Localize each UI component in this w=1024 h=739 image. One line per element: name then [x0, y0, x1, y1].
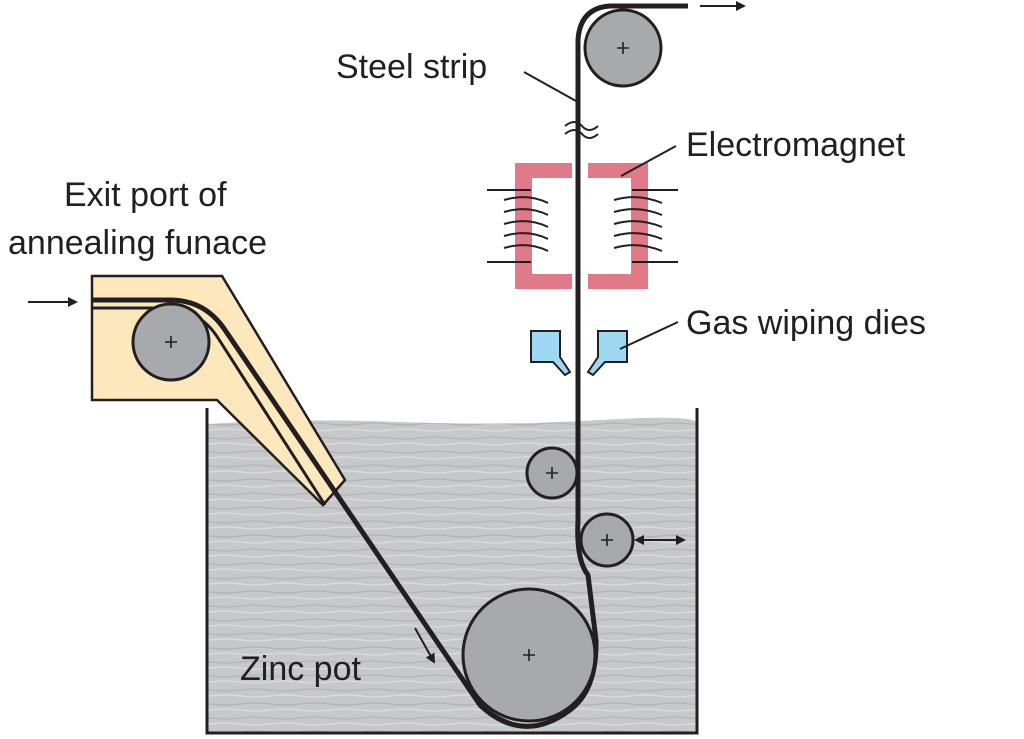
- electromagnet-label: Electromagnet: [686, 126, 906, 164]
- electromagnet-left-core: [515, 163, 572, 289]
- strip-travel-arrow: [414, 627, 435, 664]
- gas-wiping-dies-label: Gas wiping dies: [686, 304, 927, 342]
- gas-wiping-dies: [530, 330, 628, 377]
- electromagnet-left-coil: [503, 196, 549, 252]
- electromagnet-right-coil: [613, 196, 663, 252]
- gas-wiping-die-left: [530, 330, 572, 377]
- electromagnet-leader: [620, 145, 677, 177]
- pot-wall: [205, 408, 699, 735]
- zinc-pot-label: Zinc pot: [240, 650, 361, 688]
- steel-strip-label: Steel strip: [336, 48, 488, 86]
- exit-port-label-line2: annealing funace: [8, 224, 268, 262]
- gas-wiping-die-right: [586, 330, 628, 377]
- electromagnet-right-core: [588, 163, 648, 289]
- direction-arrows: [28, 1, 746, 664]
- roller-plus-icons: [165, 42, 629, 661]
- leader-lines: [523, 71, 679, 350]
- exit-port-label-line1: Exit port of: [64, 176, 227, 214]
- strip-break-mark: [564, 121, 599, 139]
- steel-strip: [92, 3, 688, 729]
- gas-wiping-dies-leader: [619, 321, 679, 350]
- steel-strip-leader: [523, 71, 577, 102]
- electromagnet: [487, 163, 678, 289]
